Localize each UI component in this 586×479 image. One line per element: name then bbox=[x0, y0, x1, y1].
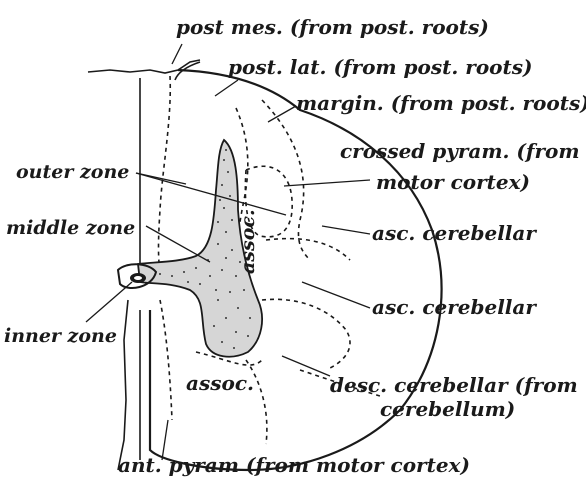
label-post-lat: post. lat. (from post. roots) bbox=[228, 55, 532, 79]
leader-margin bbox=[268, 106, 296, 122]
label-middle-zone: middle zone bbox=[6, 217, 135, 239]
leader-asc-cerebellar-2 bbox=[302, 282, 370, 308]
label-assoc-vertical: assoc. bbox=[237, 209, 259, 274]
leader-crossed-pyram bbox=[284, 180, 370, 186]
label-ant-pyram: ant. pyram (from motor cortex) bbox=[118, 453, 470, 477]
leader-asc-cerebellar-1 bbox=[322, 226, 370, 234]
label-desc-cerebellar-1: desc. cerebellar (from bbox=[330, 373, 578, 397]
left-half-cut bbox=[118, 300, 128, 470]
anterior-boundary bbox=[160, 300, 172, 420]
leader-post-mes bbox=[172, 44, 182, 64]
label-assoc-lower: assoc. bbox=[186, 371, 254, 395]
label-margin: margin. (from post. roots) bbox=[296, 91, 586, 115]
label-crossed-pyram-2: motor cortex) bbox=[376, 170, 530, 194]
lateral-boundary bbox=[262, 299, 350, 368]
leader-desc-cerebellar bbox=[282, 356, 330, 376]
label-desc-cerebellar-2: cerebellum) bbox=[380, 397, 515, 421]
post-mes-boundary bbox=[159, 76, 171, 270]
label-crossed-pyram-1: crossed pyram. (from bbox=[340, 139, 580, 163]
leader-outer-zone-2 bbox=[136, 173, 286, 215]
label-asc-cerebellar-lower: asc. cerebellar bbox=[372, 295, 537, 319]
leader-inner-zone bbox=[86, 282, 132, 322]
label-post-mes: post mes. (from post. roots) bbox=[176, 15, 489, 39]
label-outer-zone: outer zone bbox=[16, 161, 129, 183]
margin-tract-boundary bbox=[262, 100, 310, 260]
leader-middle-zone bbox=[146, 226, 210, 262]
label-asc-cerebellar-upper: asc. cerebellar bbox=[372, 221, 537, 245]
label-inner-zone: inner zone bbox=[4, 325, 117, 347]
leader-post-lat bbox=[215, 80, 238, 96]
